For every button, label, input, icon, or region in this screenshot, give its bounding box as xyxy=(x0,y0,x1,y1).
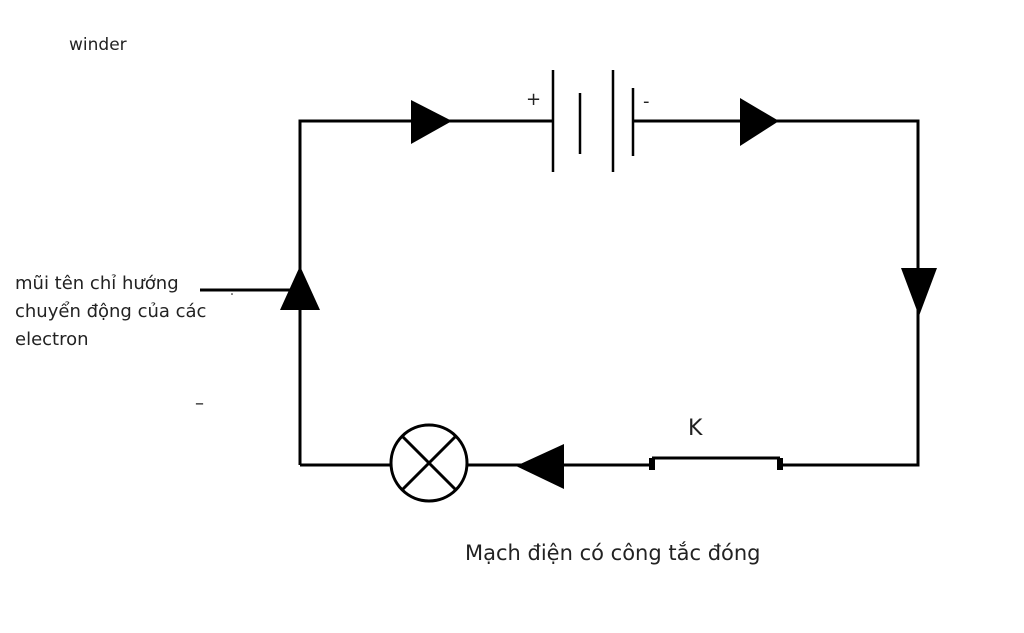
stray-dash: – xyxy=(195,393,204,414)
arrow-left-up xyxy=(280,266,320,310)
battery-minus-label: - xyxy=(643,91,650,112)
arrow-top-right-right xyxy=(740,98,779,146)
diagram-caption: Mạch điện có công tắc đóng xyxy=(465,541,761,565)
arrow-note: mũi tên chỉ hướng chuyển động của các el… xyxy=(15,270,225,354)
arrow-note-line-3: electron xyxy=(15,329,89,350)
arrow-note-line-1: mũi tên chỉ hướng xyxy=(15,273,179,294)
arrow-top-left-right xyxy=(411,100,452,144)
switch-label: K xyxy=(688,416,703,441)
arrow-note-line-2: chuyển động của các xyxy=(15,301,207,322)
arrow-right-down xyxy=(901,268,937,316)
wire-left xyxy=(298,119,553,465)
battery-symbol xyxy=(551,70,635,172)
direction-arrows xyxy=(280,98,937,489)
corner-tag: winder xyxy=(69,35,127,55)
wire-top-right xyxy=(633,119,920,467)
stray-dot xyxy=(231,293,233,295)
arrow-bottom-left xyxy=(516,444,564,489)
battery-plus-label: + xyxy=(526,89,542,110)
lamp-symbol xyxy=(389,423,469,503)
closed-switch-symbol xyxy=(649,456,783,470)
